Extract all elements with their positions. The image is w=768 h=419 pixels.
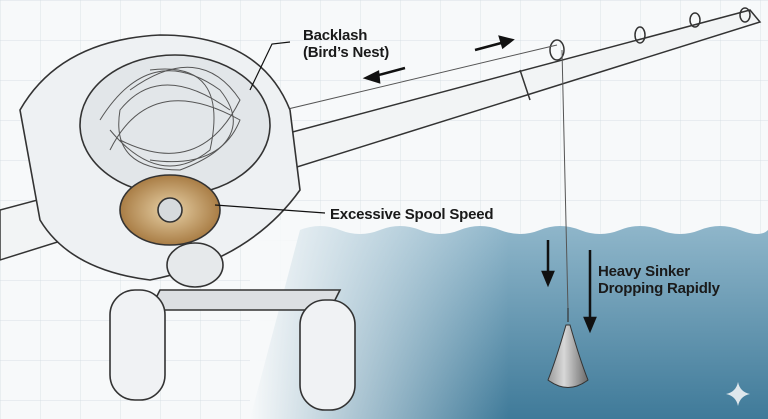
sinker-label-line2: Dropping Rapidly bbox=[598, 280, 720, 297]
backlash-label-line2: (Bird’s Nest) bbox=[303, 44, 390, 61]
sinker bbox=[547, 308, 589, 388]
sinker-label-line1: Heavy Sinker bbox=[598, 263, 690, 280]
baitcasting-reel bbox=[19, 34, 356, 411]
sparkle-icon bbox=[726, 382, 750, 406]
fishing-line bbox=[249, 44, 569, 311]
backlash-label: Backlash (Bird’s Nest) bbox=[303, 27, 389, 61]
spool-speed-label: Excessive Spool Speed bbox=[330, 206, 494, 223]
motion-arrows bbox=[214, 35, 597, 334]
backlash-label-line1: Backlash bbox=[303, 27, 368, 44]
sinker-label: Heavy Sinker Dropping Rapidly bbox=[598, 263, 720, 297]
